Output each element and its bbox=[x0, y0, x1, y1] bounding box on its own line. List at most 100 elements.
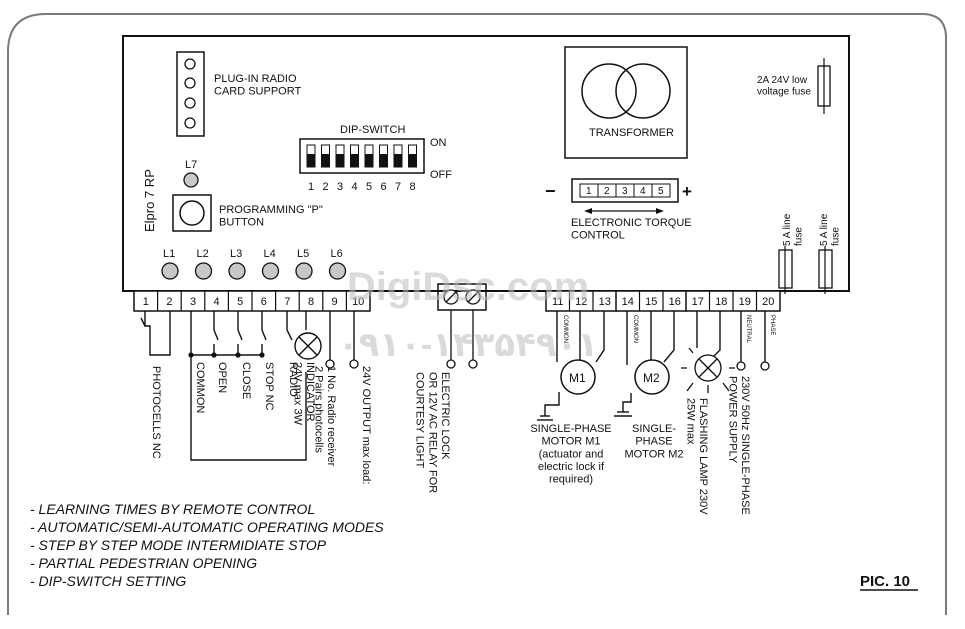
led-label-L1: L1 bbox=[163, 248, 175, 260]
dip-number-2: 2 bbox=[323, 181, 329, 193]
led-L3 bbox=[228, 262, 246, 280]
photocells-label: PHOTOCELLS NC bbox=[150, 366, 162, 459]
terminal-6: 6 bbox=[261, 296, 267, 308]
terminal-10: 10 bbox=[352, 296, 364, 308]
common-label: COMMON bbox=[194, 362, 206, 413]
dip-lever-3[interactable] bbox=[335, 144, 345, 168]
terminal-2: 2 bbox=[166, 296, 172, 308]
terminal-19: 19 bbox=[739, 296, 751, 308]
motor-m1-label: M1 bbox=[569, 371, 586, 385]
flashing-lamp-label: FLASHING LAMP 230V25W max bbox=[684, 398, 709, 515]
feature-item: - AUTOMATIC/SEMI-AUTOMATIC OPERATING MOD… bbox=[30, 519, 384, 535]
led-label-L6: L6 bbox=[331, 248, 343, 260]
programming-button-label: PROGRAMMING "P"BUTTON bbox=[219, 204, 323, 229]
dip-number-3: 3 bbox=[337, 181, 343, 193]
svg-text:4: 4 bbox=[640, 186, 646, 197]
led-label-L3: L3 bbox=[230, 248, 242, 260]
receiver-label: 1 No. Radio receiver2 Pairs photocells bbox=[312, 366, 337, 467]
pic-label: PIC. 10 bbox=[860, 573, 910, 590]
dip-switch[interactable] bbox=[299, 138, 425, 174]
led-L2 bbox=[194, 262, 213, 280]
terminal-3: 3 bbox=[190, 296, 196, 308]
motor-m2-label: M2 bbox=[643, 371, 660, 385]
feature-item: - DIP-SWITCH SETTING bbox=[30, 573, 186, 589]
terminal-16: 16 bbox=[669, 296, 681, 308]
terminal-15: 15 bbox=[645, 296, 657, 308]
terminal-11: 11 bbox=[552, 296, 563, 308]
dip-lever-1[interactable] bbox=[306, 144, 316, 168]
dip-number-8: 8 bbox=[410, 181, 416, 193]
torque-control[interactable] bbox=[571, 178, 679, 203]
svg-text:2: 2 bbox=[604, 186, 610, 197]
l7-label: L7 bbox=[185, 159, 197, 171]
dip-lever-7[interactable] bbox=[393, 144, 403, 168]
torque-level-4[interactable]: 4 bbox=[633, 183, 653, 198]
torque-level-3[interactable]: 3 bbox=[615, 183, 635, 198]
terminal-7: 7 bbox=[284, 296, 290, 308]
dip-on-label: ON bbox=[430, 137, 447, 149]
dip-lever-6[interactable] bbox=[379, 144, 388, 168]
terminal-18: 18 bbox=[715, 296, 727, 308]
transformer bbox=[564, 46, 688, 159]
screw-terminal-2 bbox=[465, 289, 481, 305]
output24-label: 24V OUTPUT max load: bbox=[360, 366, 372, 484]
torque-minus: − bbox=[545, 181, 556, 201]
stop-label: STOP NC bbox=[263, 362, 275, 411]
common-tag-m2: COMMON bbox=[632, 315, 638, 343]
torque-level-2[interactable]: 2 bbox=[597, 183, 617, 198]
electric-lock-terminal bbox=[437, 283, 487, 311]
led-label-L5: L5 bbox=[297, 248, 309, 260]
indicator-lamp bbox=[294, 332, 322, 360]
model-label: Elpro 7 RP bbox=[142, 169, 157, 232]
watermark-phone: ۰۹۱۰-۱۴۳۵۴۹۰۱ bbox=[338, 326, 598, 364]
indicator-label: INDICATOR24V max 3W bbox=[291, 362, 316, 426]
dip-lever-8[interactable] bbox=[408, 144, 417, 168]
outer-frame bbox=[7, 13, 947, 615]
led-L5 bbox=[295, 262, 313, 280]
dip-lever-4[interactable] bbox=[350, 144, 359, 168]
line-fuse-1-label: 5 A linefuse bbox=[782, 213, 805, 246]
transformer-label: TRANSFORMER bbox=[589, 127, 674, 139]
dip-levers bbox=[306, 144, 417, 168]
terminal-12: 12 bbox=[575, 296, 587, 308]
terminal-20: 20 bbox=[762, 296, 774, 308]
feature-list: - LEARNING TIMES BY REMOTE CONTROL - AUTO… bbox=[30, 501, 384, 589]
terminal-4: 4 bbox=[214, 296, 220, 308]
torque-level-5[interactable]: 5 bbox=[651, 183, 671, 198]
led-L4 bbox=[261, 262, 280, 280]
neutral-tag: NEUTRAL bbox=[745, 315, 751, 344]
feature-item: - PARTIAL PEDESTRIAN OPENING bbox=[30, 555, 257, 571]
terminal-13: 13 bbox=[599, 296, 611, 308]
dip-off-label: OFF bbox=[430, 169, 452, 181]
torque-level-1[interactable]: 1 bbox=[579, 183, 599, 198]
motor-m2: M2 bbox=[634, 359, 670, 395]
terminal-8: 8 bbox=[308, 296, 314, 308]
feature-item: - LEARNING TIMES BY REMOTE CONTROL bbox=[30, 501, 315, 517]
dip-lever-5[interactable] bbox=[364, 144, 374, 168]
radio-card-support bbox=[176, 51, 205, 137]
dip-number-4: 4 bbox=[352, 181, 358, 193]
svg-text:3: 3 bbox=[622, 186, 628, 197]
close-label: CLOSE bbox=[240, 362, 252, 399]
open-label: OPEN bbox=[216, 362, 228, 393]
power-supply-label: 230V 50Hz SINGLE-PHASEPOWER SUPPLY bbox=[726, 376, 751, 515]
screw-terminal-1 bbox=[443, 289, 459, 305]
motor-m1: M1 bbox=[560, 359, 596, 395]
dip-lever-2[interactable] bbox=[321, 144, 330, 168]
motor-wiring bbox=[537, 311, 766, 421]
flashing-lamp bbox=[681, 347, 735, 393]
terminal-1: 1 bbox=[143, 296, 149, 308]
radio-label: RADIO bbox=[287, 362, 299, 397]
